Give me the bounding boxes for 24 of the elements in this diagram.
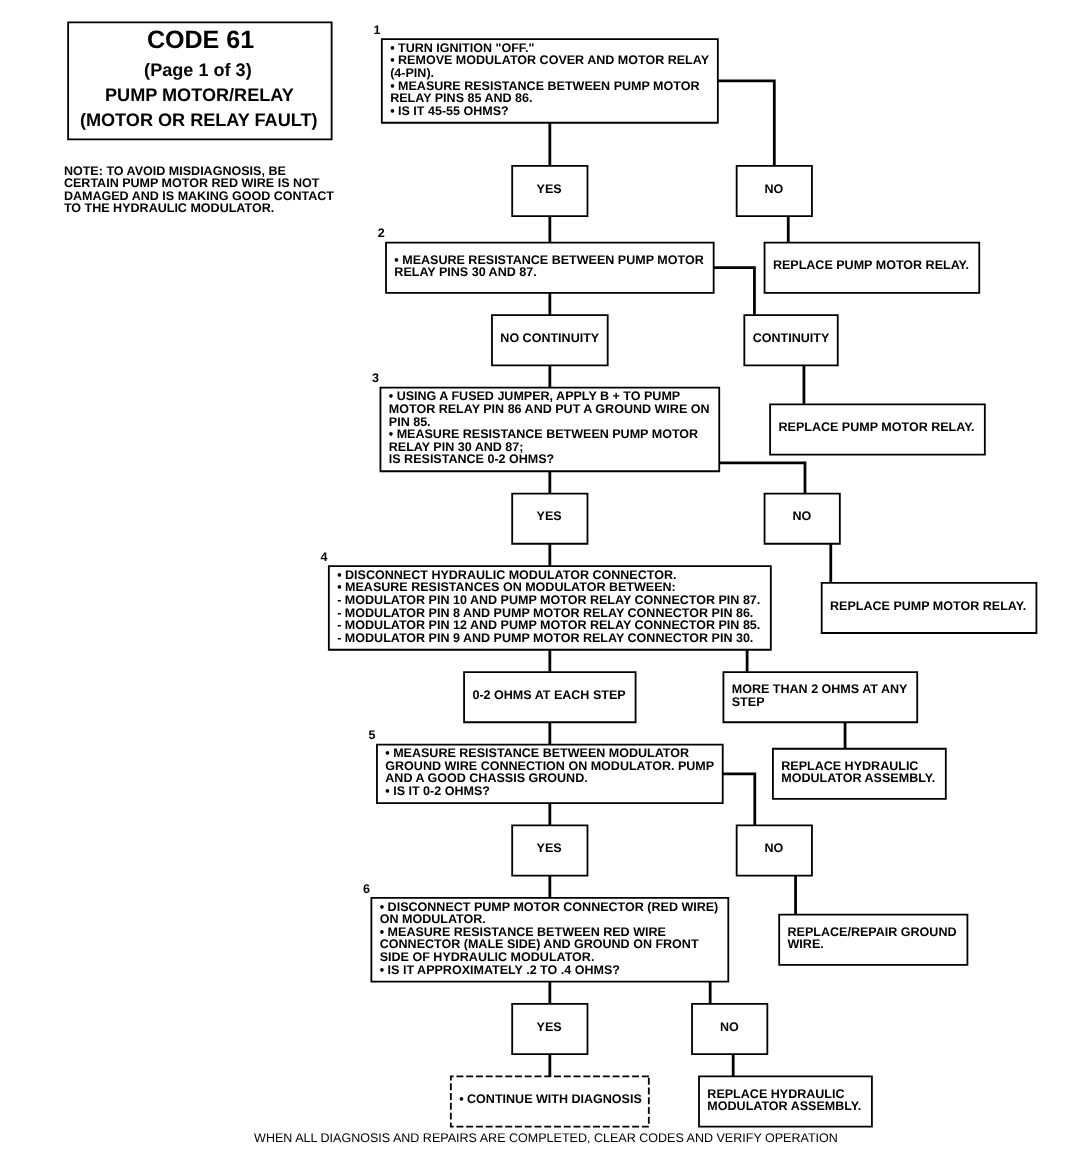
node-box: CODE 61 (Page 1 of 3) PUMP MOTOR/RELAY (MOTOR OR RELAY FAULT) — [67, 21, 333, 141]
connector — [843, 722, 847, 749]
connector — [548, 365, 552, 388]
connector — [548, 649, 552, 672]
connector — [548, 471, 552, 494]
connector — [829, 544, 833, 583]
connector — [745, 649, 749, 672]
connector — [548, 981, 552, 1004]
connector — [794, 875, 797, 915]
connector — [548, 722, 552, 745]
connector — [548, 1054, 552, 1076]
connector — [548, 216, 552, 243]
connector — [731, 1054, 735, 1076]
connector — [548, 875, 552, 898]
connector — [802, 365, 806, 404]
connector — [708, 981, 712, 1004]
connector — [786, 216, 790, 243]
connector — [548, 803, 552, 826]
connector — [548, 544, 552, 566]
connector — [548, 293, 552, 315]
connector — [718, 79, 776, 166]
connector — [714, 266, 756, 315]
connector — [548, 123, 552, 166]
connector — [722, 772, 757, 826]
